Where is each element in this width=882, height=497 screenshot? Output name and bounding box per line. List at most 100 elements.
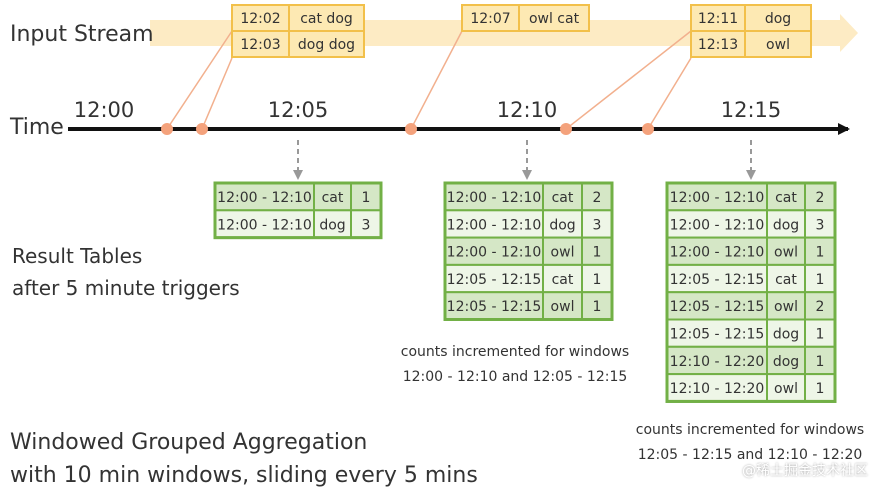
- watermark: @稀土掘金技术社区: [742, 463, 868, 479]
- result-window: 12:00 - 12:10: [670, 217, 765, 233]
- result-table-row: 12:05 - 12:15 cat 1: [444, 263, 613, 294]
- result-count: 1: [816, 272, 825, 288]
- input-event-words: owl: [766, 37, 790, 53]
- result-cell: [214, 209, 315, 239]
- note-2-line1: counts incremented for windows: [636, 422, 864, 438]
- result-cell: [542, 291, 583, 321]
- result-word: cat: [552, 272, 574, 288]
- result-window: 12:05 - 12:15: [670, 272, 765, 288]
- result-cell: [313, 209, 352, 239]
- result-tables-label-line2: after 5 minute triggers: [12, 276, 240, 300]
- event-dot: [405, 123, 417, 135]
- result-table-row: 12:05 - 12:15 cat 1: [666, 263, 836, 294]
- result-count: 3: [362, 217, 371, 233]
- input-event-time: 12:13: [698, 37, 738, 53]
- input-words-cell: [744, 4, 812, 32]
- input-event-time: 12:11: [698, 11, 738, 27]
- input-event-words: cat dog: [300, 11, 353, 27]
- result-table-row: 12:00 - 12:10 cat 2: [666, 182, 836, 212]
- result-count: 1: [816, 354, 825, 370]
- event-connector-line: [565, 30, 692, 130]
- result-window: 12:05 - 12:15: [670, 327, 765, 343]
- result-table-row: 12:00 - 12:10 dog 3: [666, 209, 836, 239]
- footer-line1: Windowed Grouped Aggregation: [10, 430, 367, 455]
- result-cell: [804, 373, 836, 403]
- event-connector-line: [410, 30, 463, 130]
- result-cell: [804, 236, 836, 266]
- result-word: owl: [774, 245, 798, 261]
- result-cell: [804, 318, 836, 348]
- input-event-words: dog dog: [298, 37, 355, 53]
- result-cell: [350, 209, 382, 239]
- time-tick-label: 12:00: [74, 98, 135, 122]
- time-tick-label: 12:15: [721, 98, 782, 122]
- note-1-line2: 12:00 - 12:10 and 12:05 - 12:15: [403, 369, 628, 385]
- event-connector-line: [201, 57, 233, 130]
- input-event-time: 12:07: [470, 11, 510, 27]
- result-count: 1: [593, 272, 602, 288]
- result-table-row: 12:10 - 12:20 dog 1: [666, 345, 836, 376]
- note-1-line1: counts incremented for windows: [401, 344, 629, 360]
- result-word: owl: [551, 245, 575, 261]
- result-count: 2: [593, 190, 602, 206]
- result-table-outline: [443, 181, 614, 321]
- result-window: 12:10 - 12:20: [670, 354, 765, 370]
- note-2-line2: 12:05 - 12:15 and 12:10 - 12:20: [638, 447, 863, 463]
- input-words-cell: [288, 30, 365, 58]
- result-window: 12:05 - 12:15: [447, 272, 542, 288]
- result-word: cat: [775, 272, 797, 288]
- result-table-outline: [665, 181, 837, 403]
- result-tables-label-line1: Result Tables: [12, 244, 142, 268]
- time-axis-label: Time: [9, 115, 64, 140]
- input-time-cell: [461, 4, 520, 32]
- result-cell: [666, 291, 768, 321]
- result-window: 12:00 - 12:10: [670, 190, 765, 206]
- result-word: owl: [551, 299, 575, 315]
- result-word: dog: [773, 354, 799, 370]
- time-tick-label: 12:10: [497, 98, 558, 122]
- result-count: 1: [816, 327, 825, 343]
- result-table-row: 12:00 - 12:10 owl 1: [444, 236, 613, 266]
- result-window: 12:00 - 12:10: [447, 245, 542, 261]
- result-window: 12:05 - 12:15: [670, 299, 765, 315]
- result-count: 1: [816, 381, 825, 397]
- event-dot: [560, 123, 572, 135]
- result-table-row: 12:05 - 12:15 dog 1: [666, 318, 836, 348]
- footer-line2: with 10 min windows, sliding every 5 min…: [10, 463, 478, 488]
- input-event-words: owl cat: [529, 11, 580, 27]
- result-count: 3: [816, 217, 825, 233]
- result-count: 2: [816, 299, 825, 315]
- result-word: cat: [775, 190, 797, 206]
- result-count: 1: [593, 299, 602, 315]
- result-cell: [766, 263, 806, 294]
- event-dot: [196, 123, 208, 135]
- event-connector-line: [166, 30, 233, 130]
- result-word: dog: [773, 327, 799, 343]
- input-event-time: 12:03: [240, 37, 280, 53]
- input-batch-box: 12:07 owl cat: [461, 4, 590, 32]
- result-count: 1: [816, 245, 825, 261]
- input-event-time: 12:02: [240, 11, 280, 27]
- result-window: 12:05 - 12:15: [447, 299, 542, 315]
- result-count: 1: [593, 245, 602, 261]
- input-batch-box: 12:02 cat dog 12:03 dog dog: [231, 4, 365, 58]
- event-connector-line: [647, 57, 692, 130]
- result-table-row: 12:05 - 12:15 owl 1: [444, 291, 613, 321]
- result-cell: [313, 182, 352, 212]
- result-word: dog: [773, 217, 799, 233]
- result-count: 2: [816, 190, 825, 206]
- event-dot: [642, 123, 654, 135]
- result-cell: [581, 209, 613, 239]
- result-word: owl: [774, 381, 798, 397]
